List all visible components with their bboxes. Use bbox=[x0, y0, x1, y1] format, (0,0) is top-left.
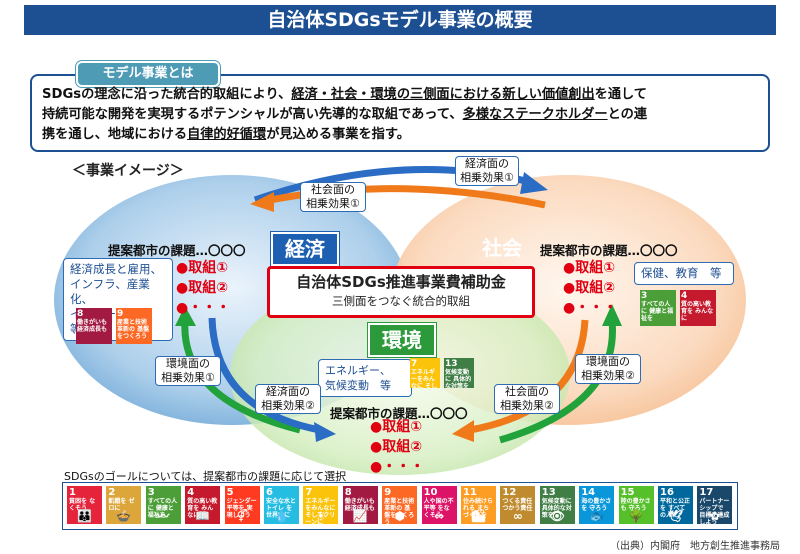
subsidy-subtitle: 三側面をつなぐ統合的取組 bbox=[332, 294, 470, 308]
economy-label: 経済 bbox=[271, 232, 339, 266]
economy-synergy-2-label: 経済面の相乗効果② bbox=[255, 384, 321, 414]
economy-initiative-2: ●取組② bbox=[176, 280, 229, 296]
society-initiative-1: ●取組① bbox=[563, 260, 616, 276]
image-label: ＜事業イメージ＞ bbox=[72, 163, 184, 179]
environment-initiative-2: ●取組② bbox=[370, 439, 423, 455]
environment-synergy-1-label: 環境面の相乗効果① bbox=[155, 356, 221, 386]
page-title: 自治体SDGsモデル事業の概要 bbox=[24, 5, 776, 35]
environment-issue: 提案都市の課題…〇〇〇 bbox=[330, 406, 468, 421]
society-synergy-2-label: 社会面の相乗効果② bbox=[494, 384, 560, 414]
definition-box bbox=[30, 74, 770, 152]
society-synergy-1-label: 社会面の相乗効果① bbox=[300, 182, 366, 212]
economy-synergy-arrow-2 bbox=[208, 317, 321, 434]
environment-label: 環境 bbox=[368, 323, 436, 357]
environment-examples: エネルギー、 気候変動 等 bbox=[318, 359, 412, 397]
definition-text: SDGsの理念に沿った統合的取組により、経済・社会・環境の三側面における新しい価… bbox=[42, 87, 648, 142]
society-issue: 提案都市の課題…〇〇〇 bbox=[540, 243, 678, 258]
economy-initiative-1: ●取組① bbox=[176, 260, 229, 276]
subsidy-title: 自治体SDGs推進事業費補助金 bbox=[296, 273, 506, 291]
society-label: 社会 bbox=[482, 236, 522, 260]
definition-tab: モデル事業とは bbox=[76, 61, 220, 87]
environment-initiative-3: ●・・・ bbox=[370, 459, 425, 475]
society-examples: 保健、教育 等 bbox=[634, 262, 734, 285]
economy-initiative-3: ●・・・ bbox=[176, 300, 231, 316]
environment-synergy-arrow-2 bbox=[499, 319, 616, 444]
subsidy-box: 自治体SDGs推進事業費補助金 三側面をつなぐ統合的取組 bbox=[267, 266, 535, 318]
environment-synergy-2-label: 環境面の相乗効果② bbox=[575, 354, 641, 384]
source-note: （出典）内閣府 地方創生推進事務局 bbox=[610, 541, 780, 552]
environment-synergy-arrow-1 bbox=[181, 319, 301, 434]
goals-note: SDGsのゴールについては、提案都市の課題に応じて選択 bbox=[64, 470, 347, 483]
society-initiative-2: ●取組② bbox=[563, 280, 616, 296]
economy-synergy-1-label: 経済面の相乗効果① bbox=[455, 156, 519, 186]
environment-initiatives: ●取組① ●取組② ●・・・ bbox=[370, 417, 424, 477]
economy-initiatives: ●取組① ●取組② ●・・・ bbox=[176, 258, 230, 318]
economy-issue: 提案都市の課題…〇〇〇 bbox=[108, 243, 246, 258]
society-initiative-3: ●・・・ bbox=[563, 300, 618, 316]
society-initiatives: ●取組① ●取組② ●・・・ bbox=[563, 258, 617, 318]
environment-initiative-1: ●取組① bbox=[370, 419, 423, 435]
